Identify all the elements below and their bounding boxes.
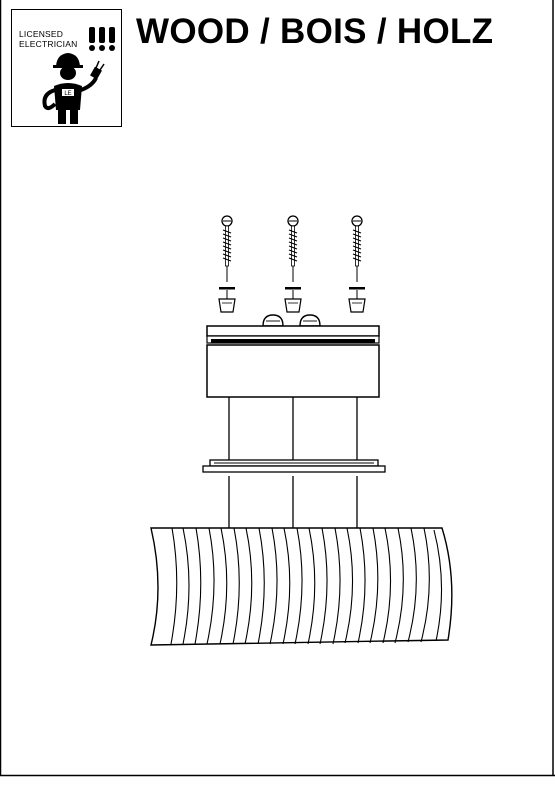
badge-line-licensed: LICENSED	[19, 29, 64, 39]
screw-middle	[284, 215, 302, 313]
cable-gland-right	[299, 314, 321, 327]
chest-tag: LE	[64, 91, 71, 97]
licensed-electrician-badge: LICENSED ELECTRICIAN LE	[11, 9, 122, 127]
wood-surface	[150, 527, 453, 646]
cable-gland-left	[262, 314, 284, 327]
flange-ring	[202, 459, 386, 473]
badge-label: LICENSED ELECTRICIAN	[19, 29, 77, 49]
electrician-icon: LE	[42, 27, 115, 124]
mounting-plate	[206, 325, 380, 344]
support-rods	[228, 397, 358, 528]
badge-line-electrician: ELECTRICIAN	[19, 39, 78, 49]
page-title: WOOD / BOIS / HOLZ	[136, 12, 494, 51]
alert-icon	[89, 27, 115, 51]
housing-body	[206, 344, 380, 398]
screw-right	[348, 215, 366, 313]
screw-left	[218, 215, 236, 313]
